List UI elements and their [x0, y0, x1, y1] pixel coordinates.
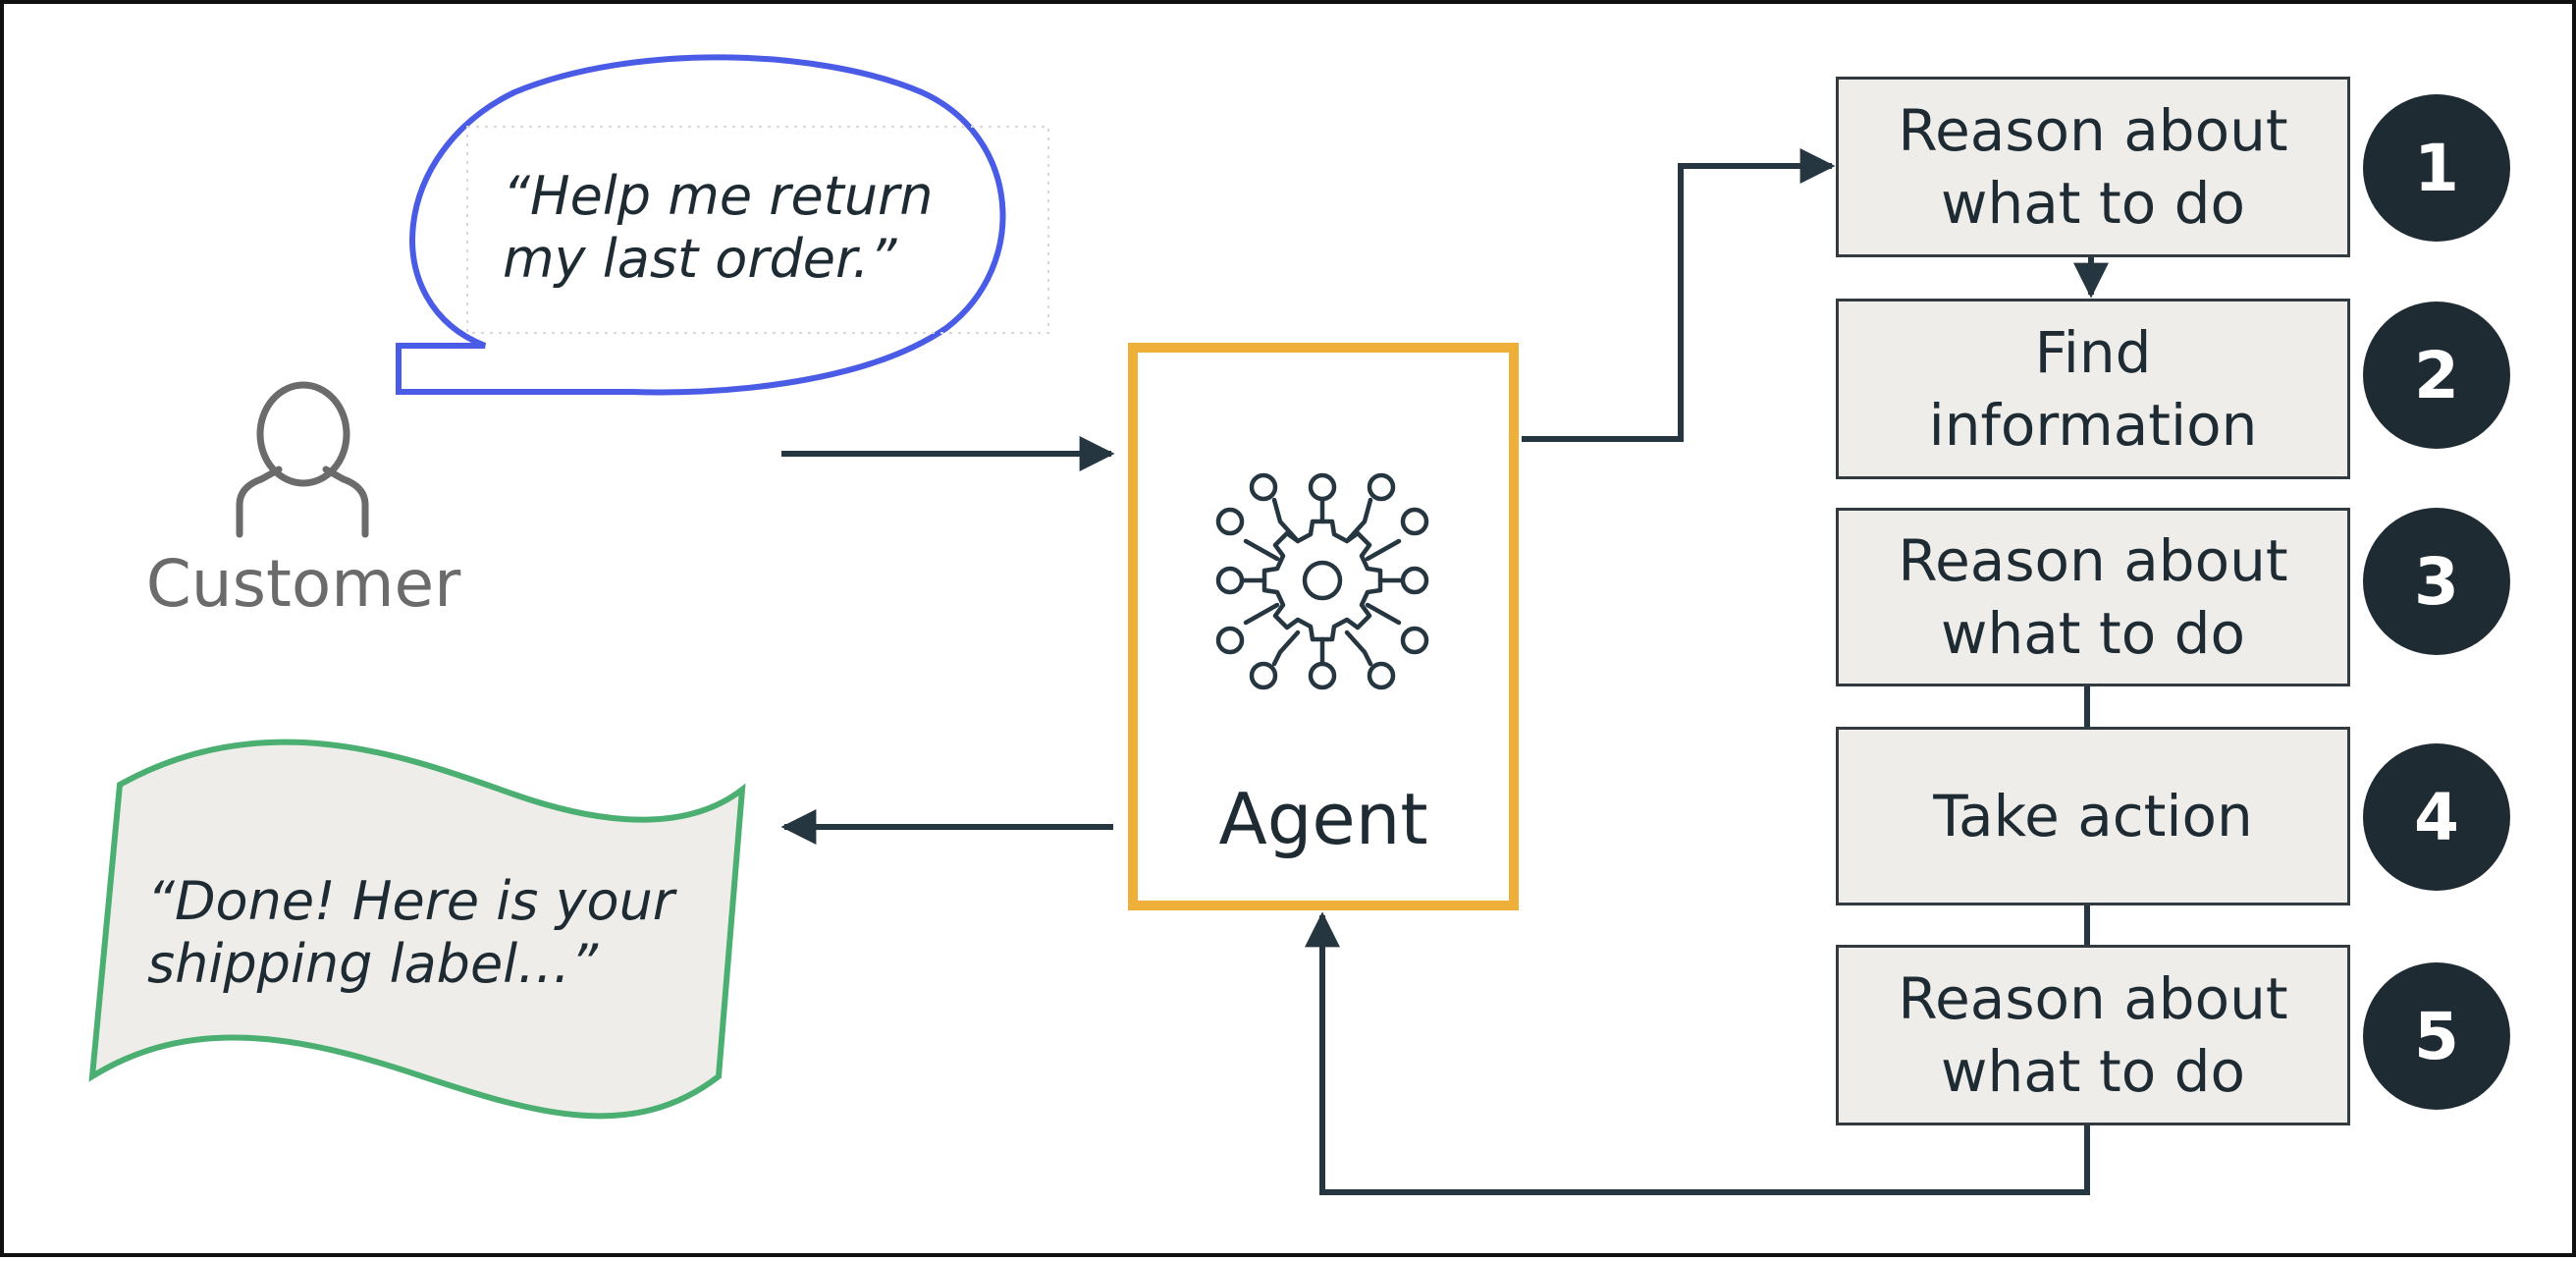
step-2-box: Find information [1836, 299, 2350, 479]
customer-request-quote: “Help me return my last order.” [503, 165, 934, 290]
agent-label: Agent [1218, 778, 1428, 860]
speech-bubble-shape [396, 54, 1006, 396]
agent-to-step1-arrow [1522, 148, 1836, 442]
agent-response-quote: “Done! Here is your shipping label…” [147, 870, 674, 995]
gear-circuit-icon [1215, 472, 1429, 690]
step-4-badge: 4 [2363, 743, 2510, 891]
step-5-box: Reason about what to do [1836, 945, 2350, 1125]
step-2-badge: 2 [2363, 302, 2510, 449]
step-4-box: Take action [1836, 727, 2350, 905]
step-5-badge: 5 [2363, 962, 2510, 1110]
step5-to-agent-arrow [1305, 911, 2090, 1195]
step-1-box: Reason about what to do [1836, 77, 2350, 257]
person-icon [236, 381, 369, 538]
step-3-badge: 3 [2363, 508, 2510, 655]
step-1-badge: 1 [2363, 94, 2510, 242]
response-banner-shape [88, 739, 746, 1120]
step-3-box: Reason about what to do [1836, 508, 2350, 686]
speech-bubble-guide [466, 126, 1049, 334]
customer-label: Customer [145, 545, 461, 622]
agent-box [1128, 343, 1519, 910]
diagram-connectors [88, 54, 2109, 1195]
